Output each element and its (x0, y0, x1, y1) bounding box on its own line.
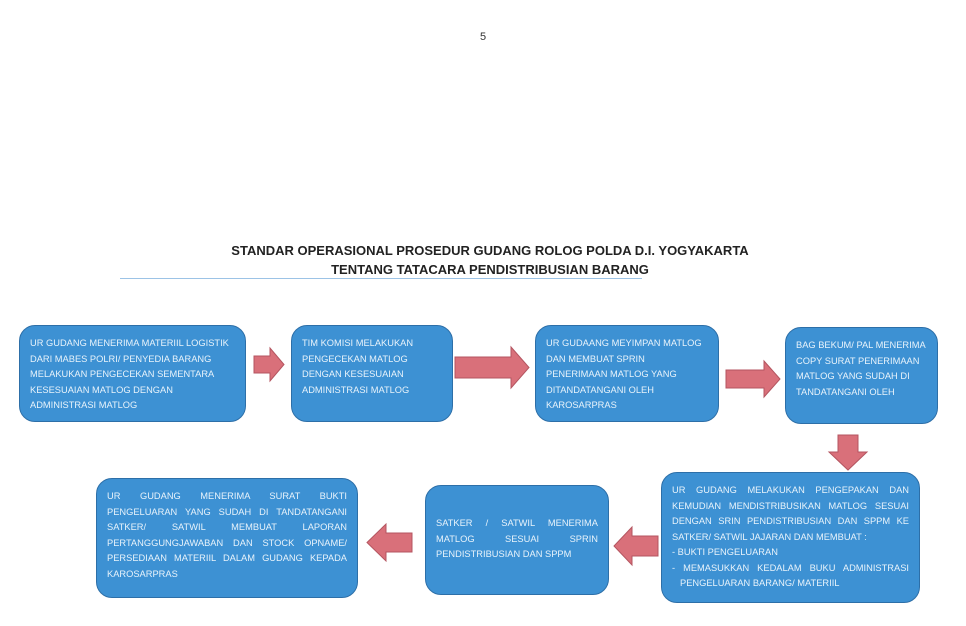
step-5-bullet-1: - BUKTI PENGELUARAN (672, 547, 778, 557)
flow-step-5: UR GUDANG MELAKUKAN PENGEPAKAN DAN KEMUD… (661, 472, 920, 603)
arrow-left-icon (613, 525, 659, 567)
flow-step-6: SATKER / SATWIL MENERIMA MATLOG SESUAI S… (425, 485, 609, 595)
flow-step-3: UR GUDAANG MEYIMPAN MATLOG DAN MEMBUAT S… (535, 325, 719, 422)
arrow-left-icon (366, 522, 413, 563)
page-number: 5 (479, 31, 487, 43)
step-7-text: UR GUDANG MENERIMA SURAT BUKTI PENGELUAR… (107, 491, 347, 579)
flow-step-2: TIM KOMISI MELAKUKAN PENGECEKAN MATLOG D… (291, 325, 453, 422)
step-3-text: UR GUDAANG MEYIMPAN MATLOG DAN MEMBUAT S… (546, 338, 702, 410)
step-5-bullet-2: - MEMASUKKAN KEDALAM BUKU ADMINISTRASI P… (672, 562, 909, 589)
arrow-right-icon (725, 359, 781, 399)
title-underline (120, 278, 642, 279)
step-1-text: UR GUDANG MENERIMA MATERIIL LOGISTIK DAR… (30, 338, 229, 410)
document-subtitle: TENTANG TATACARA PENDISTRIBUSIAN BARANG (331, 262, 649, 277)
step-4-text: BAG BEKUM/ PAL MENERIMA COPY SURAT PENER… (796, 340, 926, 397)
arrow-down-icon (827, 434, 869, 471)
flow-step-4: BAG BEKUM/ PAL MENERIMA COPY SURAT PENER… (785, 327, 938, 424)
step-5-text: UR GUDANG MELAKUKAN PENGEPAKAN DAN KEMUD… (672, 485, 909, 542)
arrow-right-icon (253, 346, 285, 383)
document-title: STANDAR OPERASIONAL PROSEDUR GUDANG ROLO… (231, 243, 749, 258)
arrow-right-icon (454, 345, 530, 390)
flow-step-7: UR GUDANG MENERIMA SURAT BUKTI PENGELUAR… (96, 478, 358, 598)
step-6-text: SATKER / SATWIL MENERIMA MATLOG SESUAI S… (436, 518, 598, 559)
flow-step-1: UR GUDANG MENERIMA MATERIIL LOGISTIK DAR… (19, 325, 246, 422)
step-2-text: TIM KOMISI MELAKUKAN PENGECEKAN MATLOG D… (302, 338, 414, 395)
